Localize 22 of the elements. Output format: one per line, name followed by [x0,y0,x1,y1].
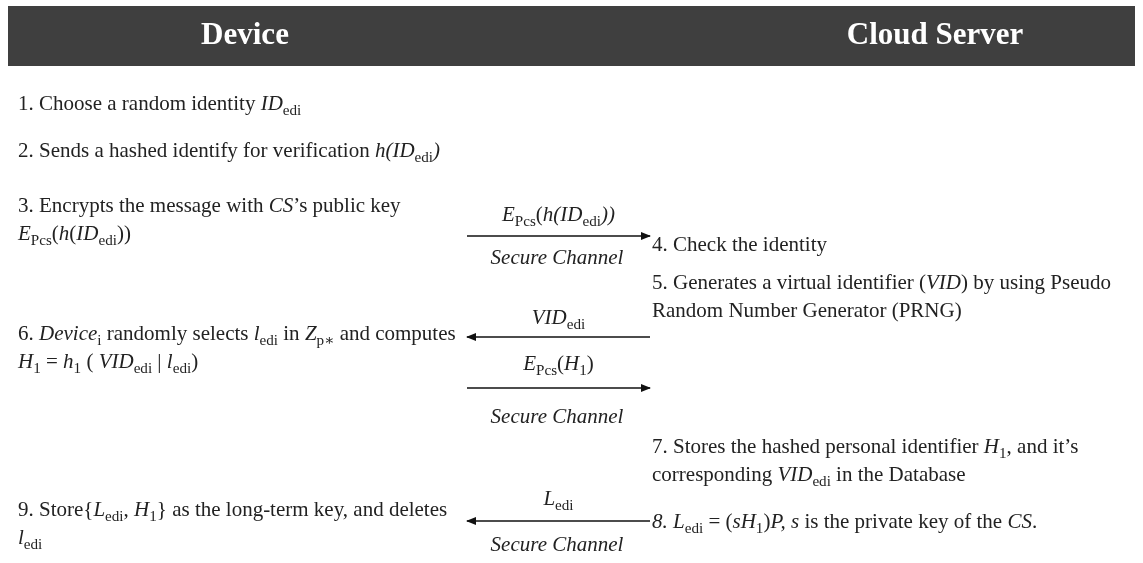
channel-label: Secure Channel [490,531,624,558]
arrow [466,517,651,525]
step-text: 1. Choose a random identity ID$_{edi}$ [18,89,465,117]
arrow [466,333,651,341]
edge-label: E$_{Pcs}$(H$_{1}$) [523,350,594,377]
step-text: 8. L$_{edi}$ = (sH$_{1}$)P, s is the private key of the CS. [652,507,1132,535]
edge-label: VID$_{edi}$ [531,304,586,331]
channel-label: Secure Channel [490,403,624,430]
step-text: 7. Stores the hashed personal identifier H$_{1}$, and it’s corresponding VID$_{edi}$ in the Database [652,380,1122,488]
arrow [466,384,651,392]
column-heading: Cloud Server [846,16,1024,52]
step-text: 3. Encrypts the message with CS’s public key E$_{Pcs}$(h(ID$_{edi}$)) [18,191,465,251]
column-heading: Device [201,16,289,52]
step-text: 2. Sends a hashed identify for verification h(ID$_{edi}$) [18,136,465,164]
channel-label: Secure Channel [490,244,624,271]
step-text: 4. Check the identity [652,230,1122,258]
arrow [466,232,651,240]
step-text: 9. Store{L$_{edi}$, H$_{1}$} as the long-term key, and deletes l$_{edi}$ [18,495,465,551]
edge-label: L$_{edi}$ [543,485,574,512]
step-text: 5. Generates a virtual identifier (VID) by using Pseudo Random Number Generator (PRNG) [652,268,1122,343]
edge-label: E$_{Pcs}$(h(ID$_{edi}$)) [502,201,615,228]
step-text: 6. Device$_{i}$ randomly selects l$_{edi}$ in Z$_{p∗}$ and computes H$_{1}$ = h$_{1}$ ( VID$_{edi}$ | l$_{edi}$) [18,319,465,394]
